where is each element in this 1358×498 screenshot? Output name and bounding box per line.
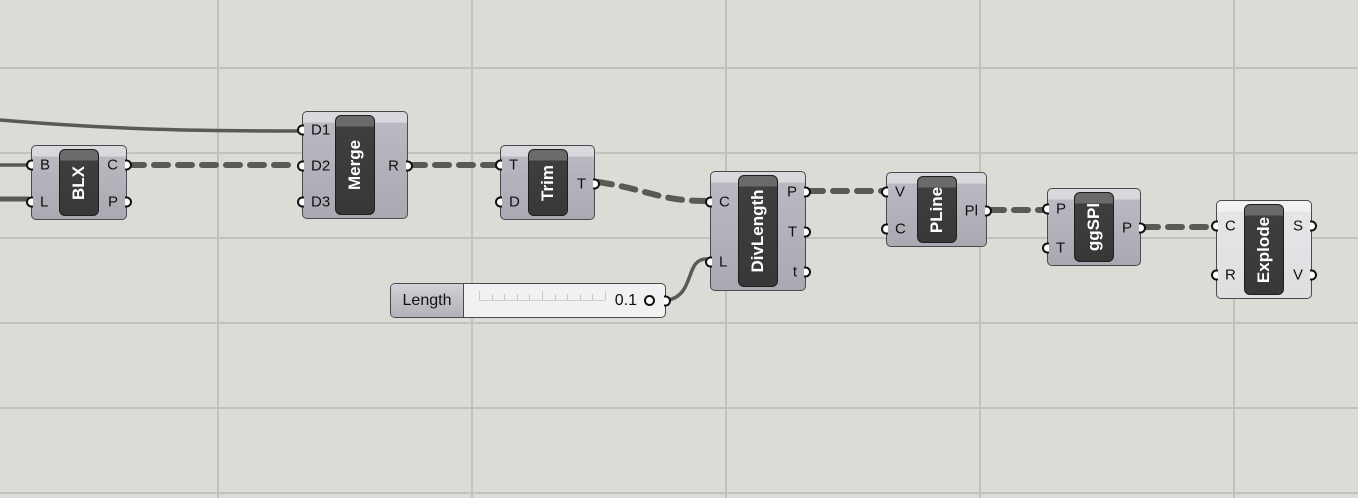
component-name-box: ggSPl: [1074, 192, 1114, 262]
input-port-label: D1: [311, 121, 331, 139]
wire-input-to-merge-d1: [0, 118, 302, 133]
input-grip[interactable]: [705, 256, 712, 268]
component-name: Explode: [1254, 216, 1273, 283]
output-grip[interactable]: [804, 186, 811, 198]
slider-knob[interactable]: [644, 294, 655, 306]
input-grip[interactable]: [1211, 269, 1218, 281]
output-grip[interactable]: [1310, 269, 1317, 281]
output-grip[interactable]: [125, 196, 132, 208]
component-blx[interactable]: BLX B L C P: [26, 145, 132, 220]
slider-tick: [579, 294, 581, 300]
component-name-box: BLX: [59, 149, 99, 216]
output-grip[interactable]: [1310, 220, 1317, 232]
output-grip[interactable]: [125, 159, 132, 171]
slider-output-grip[interactable]: [664, 295, 671, 306]
input-grip[interactable]: [881, 186, 888, 198]
output-port-label: S: [1292, 217, 1303, 235]
input-grip[interactable]: [26, 159, 33, 171]
input-grip[interactable]: [26, 196, 33, 208]
output-grip[interactable]: [804, 266, 811, 278]
input-port-label: L: [719, 253, 728, 271]
input-port-label: D: [509, 193, 520, 211]
input-grip[interactable]: [297, 160, 304, 172]
wire-trim-to-divlength: [595, 179, 709, 204]
input-port-label: D3: [311, 193, 331, 211]
slider-tick: [491, 294, 493, 300]
input-grip[interactable]: [1211, 220, 1218, 232]
length-slider[interactable]: Length 0.1: [390, 283, 671, 318]
component-ggspl[interactable]: ggSPl P T P: [1042, 188, 1146, 266]
input-port-label: C: [1225, 217, 1236, 235]
input-port-label: B: [40, 156, 51, 174]
input-grip[interactable]: [1042, 242, 1049, 253]
output-port-label: T: [787, 223, 797, 241]
component-name-box: DivLength: [738, 175, 778, 287]
component-name: DivLength: [748, 189, 767, 273]
output-port-label: Pl: [964, 202, 978, 219]
component-trim[interactable]: Trim T D T: [495, 145, 600, 220]
slider-tick: [605, 291, 606, 300]
input-grip[interactable]: [297, 124, 304, 136]
output-port-label: R: [388, 157, 399, 175]
input-grip[interactable]: [495, 196, 502, 208]
input-grip[interactable]: [495, 159, 502, 171]
slider-tick: [554, 294, 556, 300]
output-port-label: P: [786, 183, 797, 201]
input-port-label: P: [1056, 200, 1067, 217]
component-name: Merge: [345, 139, 364, 191]
slider-tick: [504, 294, 506, 300]
component-name-box: Merge: [335, 115, 375, 215]
output-grip[interactable]: [1139, 222, 1146, 234]
input-port-label: C: [895, 220, 906, 238]
component-name: PLine: [926, 186, 946, 233]
component-name: ggSPl: [1084, 202, 1103, 252]
output-port-label: C: [107, 156, 118, 174]
input-port-label: D2: [311, 157, 331, 175]
input-grip[interactable]: [297, 196, 304, 208]
output-port-label: V: [1292, 266, 1303, 284]
slider-track[interactable]: [479, 291, 606, 301]
component-name-box: PLine: [916, 176, 957, 243]
slider-tick: [592, 294, 594, 300]
input-port-label: L: [40, 193, 49, 211]
output-grip[interactable]: [593, 178, 600, 189]
input-port-label: C: [719, 193, 730, 211]
input-port-label: T: [1056, 239, 1066, 256]
slider-tick: [479, 291, 480, 300]
slider-name: Length: [391, 284, 464, 317]
slider-tick: [567, 294, 569, 300]
output-port-label: T: [576, 175, 586, 192]
slider-value: 0.1: [614, 291, 637, 309]
input-grip[interactable]: [1042, 203, 1049, 214]
slider-tick: [529, 294, 531, 300]
output-port-label: t: [792, 263, 797, 281]
component-pline[interactable]: PLine V C Pl: [881, 172, 992, 247]
slider-tick: [542, 291, 543, 300]
component-name: Trim: [537, 164, 557, 201]
input-port-label: V: [895, 183, 906, 201]
slider-tick: [516, 294, 518, 300]
output-port-label: P: [1121, 219, 1132, 237]
output-grip[interactable]: [406, 160, 413, 172]
output-grip[interactable]: [804, 226, 811, 238]
component-explode[interactable]: Explode C R S V: [1211, 200, 1317, 299]
input-grip[interactable]: [881, 223, 888, 235]
wire-slider-to-divlength: [666, 257, 708, 302]
output-grip[interactable]: [985, 205, 992, 216]
input-port-label: R: [1225, 266, 1236, 284]
component-name-box: Explode: [1244, 204, 1284, 295]
component-name: BLX: [69, 165, 88, 200]
output-port-label: P: [107, 193, 118, 211]
input-grip[interactable]: [705, 196, 712, 208]
input-port-label: T: [509, 156, 519, 174]
component-name-box: Trim: [527, 149, 568, 216]
